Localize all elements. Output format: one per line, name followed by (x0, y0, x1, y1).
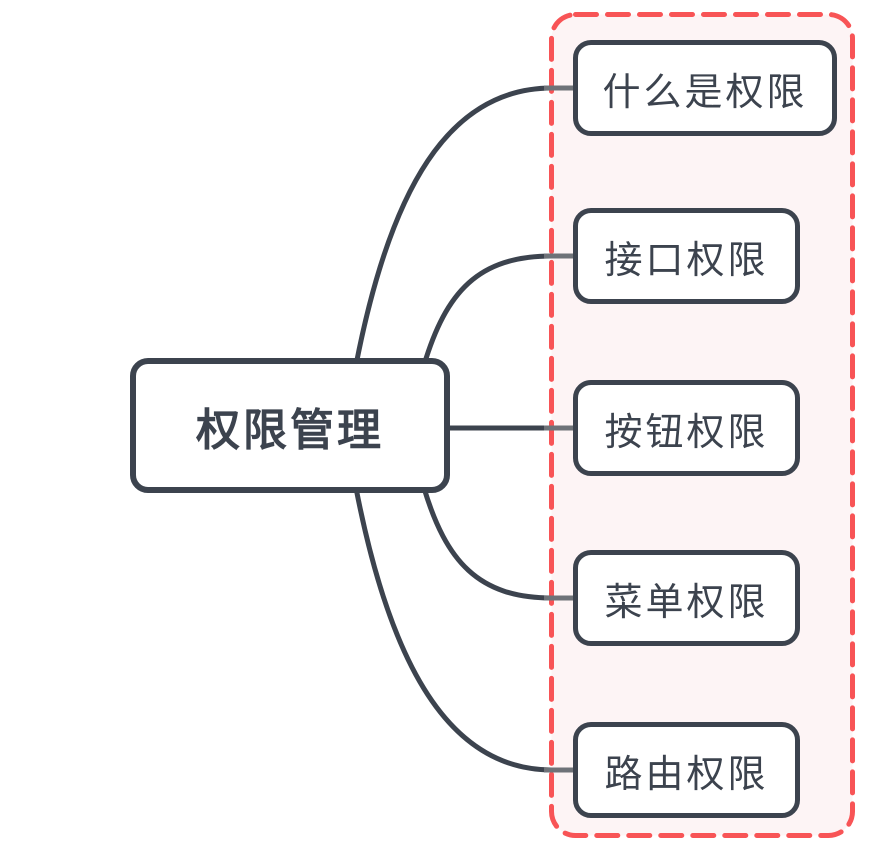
child-node-label: 路由权限 (604, 753, 769, 796)
child-node-label: 菜单权限 (604, 581, 769, 624)
root-node-label: 权限管理 (196, 405, 384, 455)
child-node-route-permission[interactable]: 路由权限 (573, 722, 800, 818)
child-node-label: 接口权限 (604, 239, 769, 282)
child-node-button-permission[interactable]: 按钮权限 (573, 380, 800, 476)
connector-root-to-child-0 (353, 85, 555, 368)
connector-root-to-child-1 (421, 253, 555, 368)
connector-root-to-child-3 (421, 485, 555, 601)
child-node-api-permission[interactable]: 接口权限 (573, 208, 800, 304)
child-node-label: 什么是权限 (602, 71, 808, 114)
child-node-what-is-permission[interactable]: 什么是权限 (573, 40, 837, 136)
root-node[interactable]: 权限管理 (130, 358, 450, 493)
child-node-label: 按钮权限 (604, 411, 769, 454)
child-node-menu-permission[interactable]: 菜单权限 (573, 550, 800, 646)
connector-root-to-child-4 (353, 485, 555, 773)
